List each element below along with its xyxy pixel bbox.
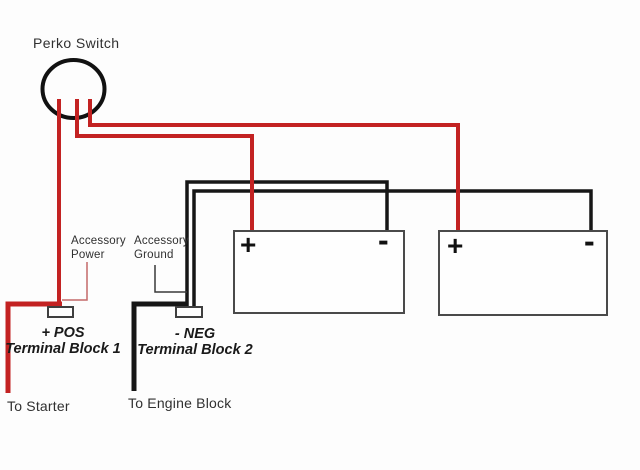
negative-wire-battery1 [185, 180, 389, 307]
perko-switch-circle [40, 58, 107, 120]
terminal-block-2-box [175, 306, 203, 318]
battery-2-box [438, 230, 608, 316]
terminal-block-2-subtitle: Terminal Block 2 [137, 342, 253, 358]
positive-wire-battery2 [88, 99, 460, 230]
accessory-ground-line2: Ground [134, 249, 174, 261]
terminal-block-2-title: - NEG [174, 326, 216, 342]
negative-wire-engine-block [131, 301, 186, 391]
battery-2-positive-terminal: + [447, 230, 464, 261]
accessory-ground-pointer-line [154, 265, 187, 293]
battery-1-positive-terminal: + [240, 229, 257, 260]
accessory-ground-label: Accessory Ground [134, 234, 189, 262]
battery-1-box [233, 230, 405, 314]
accessory-ground-line1: Accessory [134, 235, 189, 247]
battery-2-negative-terminal: - [584, 223, 595, 259]
terminal-block-1-title: + POS [41, 325, 85, 341]
terminal-block-2-label: - NEG Terminal Block 2 [133, 326, 257, 358]
positive-wire-battery1 [75, 99, 254, 230]
accessory-power-line1: Accessory [71, 235, 126, 247]
negative-wire-battery2 [192, 189, 593, 307]
battery-1-negative-terminal: - [378, 222, 389, 258]
accessory-power-line2: Power [71, 249, 105, 261]
positive-wire-starter [5, 301, 62, 393]
terminal-block-1-label: + POS Terminal Block 1 [0, 325, 126, 357]
accessory-power-label: Accessory Power [71, 234, 126, 262]
terminal-block-1-subtitle: Terminal Block 1 [5, 341, 121, 357]
to-engine-block-label: To Engine Block [128, 395, 232, 411]
to-starter-label: To Starter [7, 398, 70, 414]
accessory-power-pointer-line [62, 262, 88, 301]
perko-switch-label: Perko Switch [33, 35, 120, 51]
terminal-block-1-box [47, 306, 74, 318]
